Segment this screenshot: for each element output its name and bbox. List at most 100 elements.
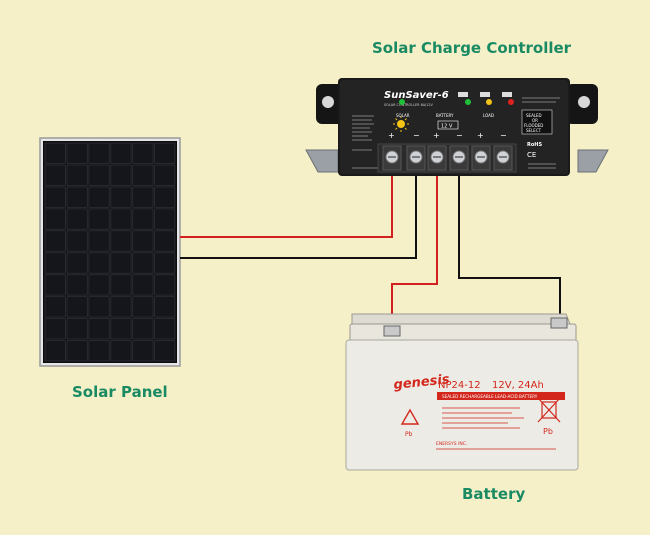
panel-cell — [110, 164, 132, 186]
status-led-green-2 — [465, 99, 471, 105]
battery-brand: genesis — [393, 372, 451, 393]
panel-cell — [88, 208, 110, 230]
recycle-icon: Pb — [400, 408, 420, 438]
svg-text:+: + — [388, 131, 395, 140]
panel-cell — [154, 252, 176, 274]
panel-cell — [88, 274, 110, 296]
terminal-screw — [493, 145, 513, 171]
panel-cell — [44, 296, 66, 318]
battery-rating: 12V, 24Ah — [492, 380, 544, 391]
panel-cell — [44, 318, 66, 340]
status-led-green — [399, 99, 405, 105]
svg-text:+: + — [433, 131, 440, 140]
type-select-1: SEALED — [526, 113, 542, 118]
panel-cell — [66, 340, 88, 362]
panel-cell — [44, 340, 66, 362]
panel-cell — [154, 142, 176, 164]
wires — [180, 170, 561, 332]
panel-cell — [110, 274, 132, 296]
panel-cell — [66, 252, 88, 274]
panel-cell — [132, 296, 154, 318]
panel-cell — [88, 142, 110, 164]
panel-cell — [66, 142, 88, 164]
terminal-label-battery: BATTERY — [436, 113, 454, 118]
svg-text:−: − — [456, 131, 463, 140]
status-led-red — [508, 99, 514, 105]
panel-cell — [154, 274, 176, 296]
controller-label: Solar Charge Controller — [372, 39, 572, 57]
crossed-bin-icon — [537, 397, 561, 423]
panel-cell — [110, 208, 132, 230]
panel-cell — [110, 318, 132, 340]
panel-cell — [110, 230, 132, 252]
panel-cell — [154, 186, 176, 208]
svg-text:−: − — [500, 131, 507, 140]
charge-controller: SunSaver-6 SOLAR CONTROLLER 6A/12V SOLAR… — [305, 78, 609, 176]
panel-cell — [132, 274, 154, 296]
panel-cell — [66, 318, 88, 340]
panel-cell — [132, 340, 154, 362]
panel-cell — [132, 142, 154, 164]
panel-cell — [154, 208, 176, 230]
panel-cell — [44, 142, 66, 164]
panel-cell — [154, 230, 176, 252]
terminal-screw — [427, 145, 447, 171]
panel-cell — [88, 296, 110, 318]
panel-cell — [66, 274, 88, 296]
panel-cell — [44, 252, 66, 274]
panel-cell — [132, 208, 154, 230]
panel-cell — [110, 186, 132, 208]
panel-cell — [132, 252, 154, 274]
svg-text:−: − — [413, 131, 420, 140]
solar-panel — [39, 137, 181, 367]
panel-negative-wire — [180, 170, 417, 259]
panel-cell — [110, 296, 132, 318]
panel-cell — [110, 142, 132, 164]
battery-negative-wire — [458, 170, 561, 322]
battery-voltage-label: 12 V — [441, 124, 453, 130]
panel-cell — [88, 186, 110, 208]
type-select-4: SELECT — [526, 128, 542, 133]
battery-chem-symbol-left: Pb — [405, 431, 413, 438]
panel-cell — [154, 340, 176, 362]
panel-cell — [132, 164, 154, 186]
svg-text:CE: CE — [527, 151, 536, 159]
panel-cell — [44, 274, 66, 296]
controller-brand: SunSaver-6 — [384, 90, 449, 101]
panel-cell — [154, 296, 176, 318]
terminal-screw — [406, 145, 426, 171]
panel-cell — [88, 164, 110, 186]
svg-text:+: + — [477, 131, 484, 140]
panel-cell — [88, 340, 110, 362]
status-led-yellow — [486, 99, 492, 105]
panel-cell — [44, 230, 66, 252]
battery-subtitle: SEALED RECHARGEABLE LEAD-ACID BATTERY — [442, 394, 538, 399]
controller-subtitle: SOLAR CONTROLLER 6A/12V — [384, 103, 433, 107]
panel-cell — [66, 186, 88, 208]
panel-cell — [44, 208, 66, 230]
panel-cell — [66, 230, 88, 252]
battery-manufacturer: ENERSYS INC. — [436, 441, 467, 447]
panel-cell — [110, 340, 132, 362]
panel-positive-wire — [180, 170, 393, 238]
battery-chem-symbol-right: Pb — [543, 427, 553, 436]
battery-positive-wire — [391, 170, 438, 332]
panel-cell — [88, 318, 110, 340]
panel-cell — [110, 252, 132, 274]
panel-cell — [88, 252, 110, 274]
battery: genesis NP24-12 12V, 24Ah SEALED RECHARG… — [345, 313, 579, 471]
battery-label: Battery — [462, 485, 526, 503]
panel-cell — [132, 230, 154, 252]
panel-cell — [66, 164, 88, 186]
sun-icon — [393, 116, 409, 132]
terminal-label-load: LOAD — [483, 113, 494, 118]
panel-cell — [132, 186, 154, 208]
terminal-label-solar: SOLAR — [396, 113, 410, 118]
panel-cell — [132, 318, 154, 340]
type-select-3: FLOODED — [524, 123, 543, 128]
panel-cell — [88, 230, 110, 252]
battery-model: NP24-12 — [438, 380, 481, 391]
panel-cell — [66, 296, 88, 318]
terminal-screw — [471, 145, 491, 171]
